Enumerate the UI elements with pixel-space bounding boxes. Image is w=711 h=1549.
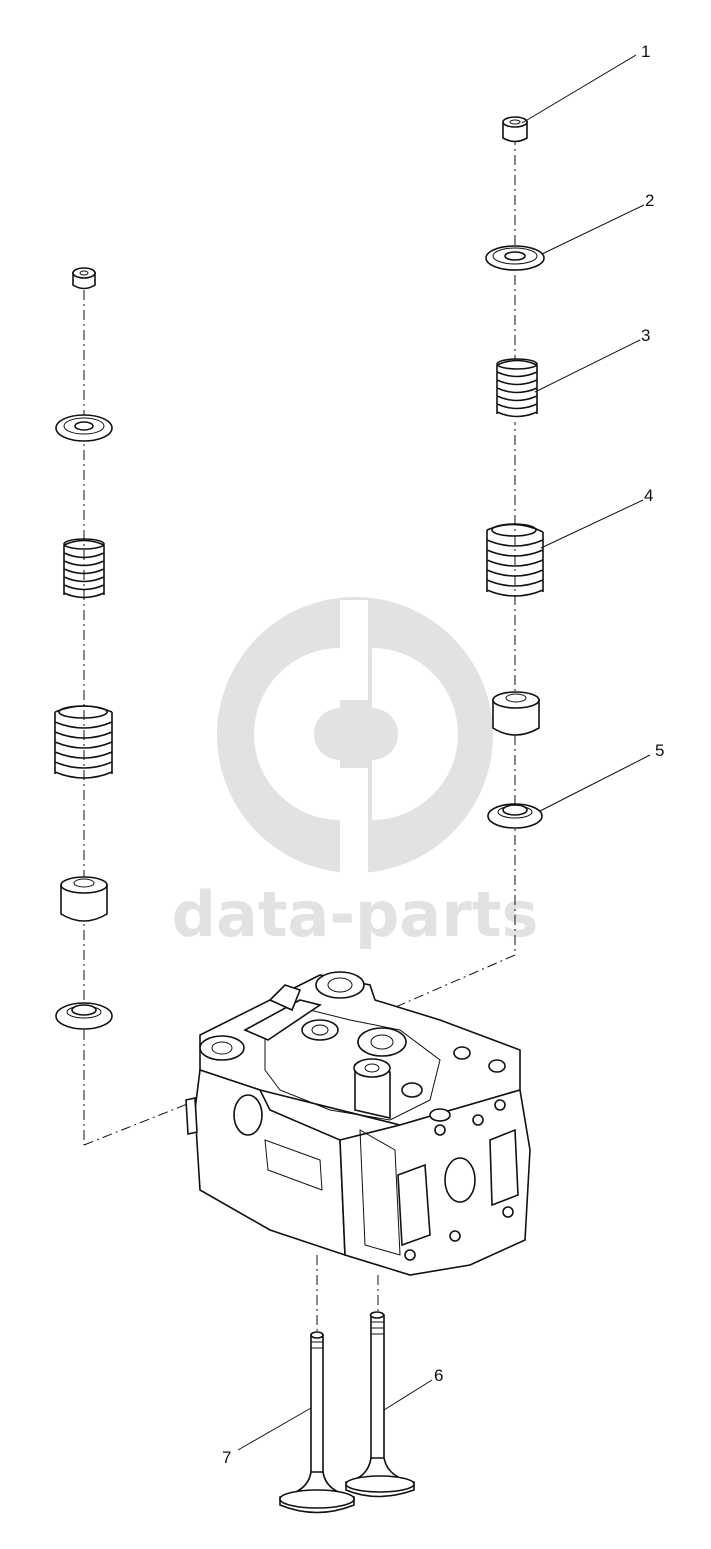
valve-cap-left	[72, 267, 96, 290]
valve-cap-right	[502, 116, 528, 143]
spring-retainer-right	[485, 245, 545, 271]
spring-seat-washer-right	[487, 803, 543, 829]
callout-1: 1	[641, 42, 650, 61]
spring-retainer-left	[55, 414, 113, 442]
callout-5: 5	[655, 741, 664, 760]
exhaust-valve	[279, 1331, 355, 1514]
cylinder-head	[185, 971, 531, 1276]
callout-7: 7	[222, 1448, 231, 1467]
callout-6: 6	[434, 1366, 443, 1385]
callout-4: 4	[644, 486, 653, 505]
callout-leaders	[237, 54, 651, 1451]
watermark-logo	[217, 597, 493, 875]
left-axis-to-head	[83, 1094, 211, 1146]
outer-spring-right	[486, 523, 544, 597]
valve-stem-seal-right	[492, 691, 540, 736]
inner-spring-left	[63, 538, 105, 599]
inner-spring-right	[496, 358, 538, 422]
callout-3: 3	[641, 326, 650, 345]
intake-valve	[345, 1311, 415, 1498]
spring-seat-washer-left	[55, 1002, 113, 1030]
watermark-text: data-parts	[172, 878, 539, 951]
outer-spring-left	[54, 705, 113, 779]
callout-2: 2	[645, 191, 654, 210]
valve-stem-seal-left	[60, 876, 108, 922]
